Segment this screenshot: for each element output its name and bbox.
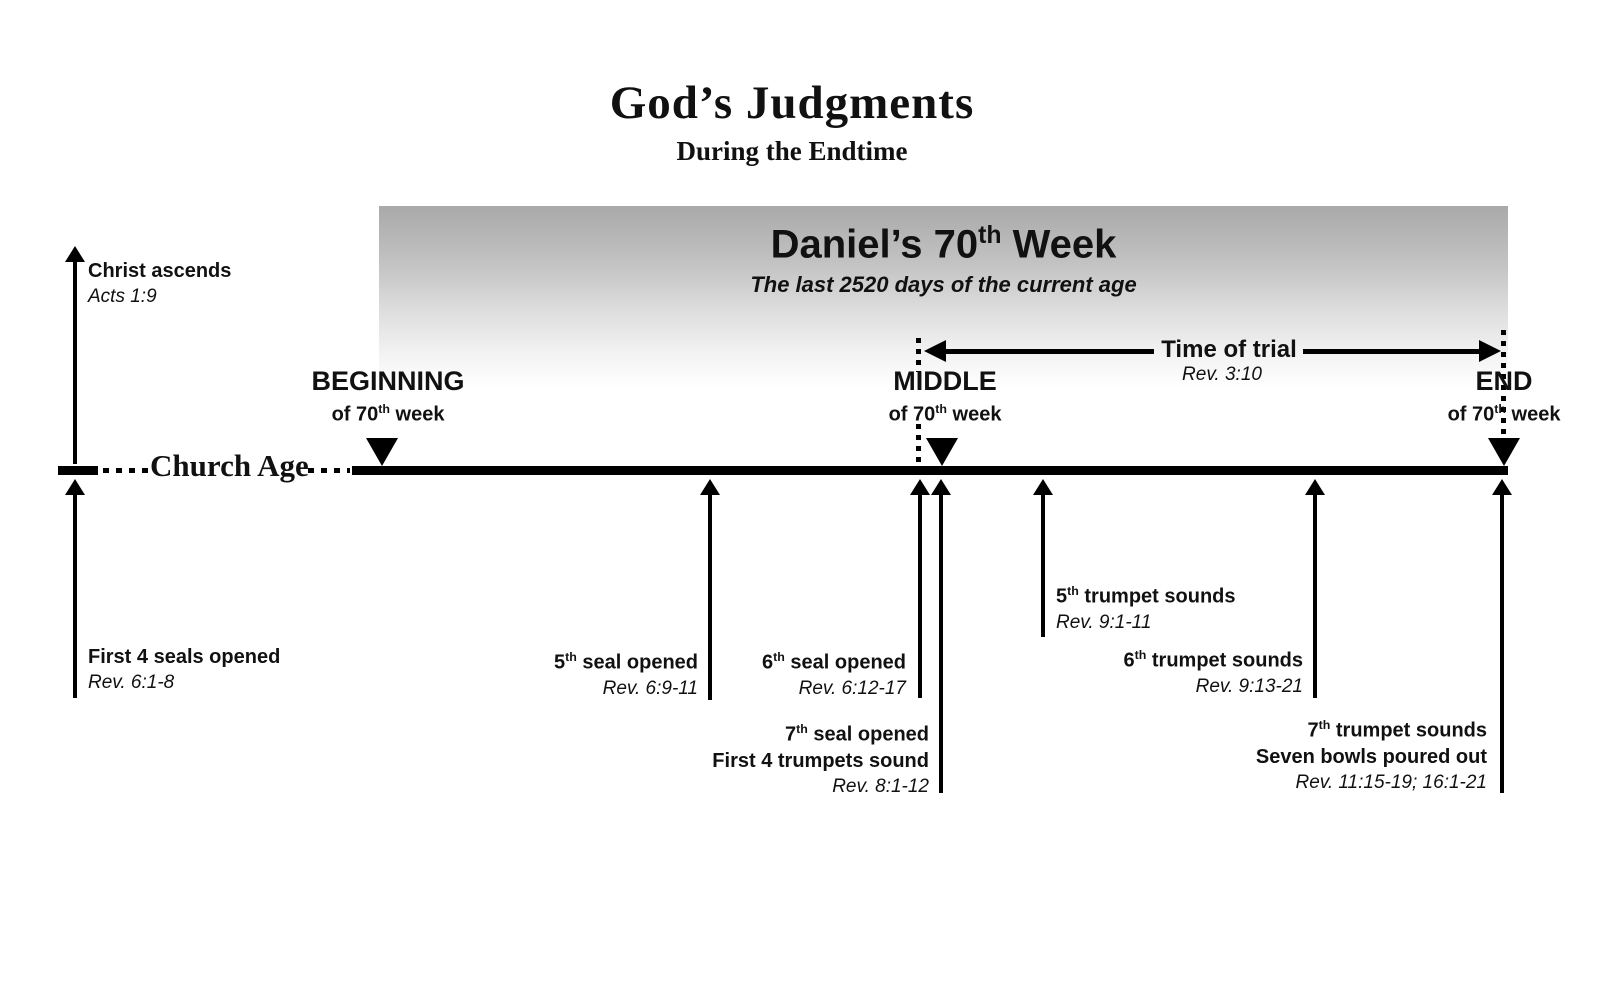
christ-ascends-arrow-icon <box>65 246 85 464</box>
middle-marker-icon <box>926 438 958 466</box>
end-label: END of 70th week <box>1447 366 1561 426</box>
beginning-label: BEGINNING of 70th week <box>311 366 465 426</box>
end-dotted-line <box>1501 330 1506 436</box>
middle-label: MIDDLE of 70th week <box>888 366 1002 426</box>
trumpet5-annotation: 5th trumpet sounds Rev. 9:1-11 <box>1056 584 1236 633</box>
middle-dotted-line-bottom <box>916 424 921 464</box>
seal6-arrow-icon <box>910 479 930 698</box>
trumpet7-annotation: 7th trumpet sounds Seven bowls poured ou… <box>1255 718 1487 793</box>
christ-ascends-annotation: Christ ascends Acts 1:9 <box>88 260 232 307</box>
trial-label: Time of trial <box>1161 336 1297 363</box>
trumpet6-arrow-icon <box>1305 479 1325 698</box>
timeline-bar <box>352 466 1508 475</box>
page-title: God’s Judgments <box>609 77 975 129</box>
seal5-arrow-icon <box>700 479 720 700</box>
seal7-arrow-icon <box>931 479 951 793</box>
church-age-label: Church Age <box>150 448 309 483</box>
trumpet6-annotation: 6th trumpet sounds Rev. 9:13-21 <box>1123 648 1304 697</box>
church-age-dotted-left <box>103 468 148 473</box>
first-seals-annotation: First 4 seals opened Rev. 6:1-8 <box>88 646 281 693</box>
church-age-dotted-right <box>308 468 350 473</box>
timeline-left-stub <box>58 466 98 475</box>
trial-arrow-shaft-left <box>942 349 1154 354</box>
trumpet7-arrow-icon <box>1492 479 1512 793</box>
seal7-annotation: 7th seal opened First 4 trumpets sound R… <box>712 722 929 797</box>
trial-arrowhead-right-icon <box>1479 340 1501 362</box>
first-seals-arrow-icon <box>65 479 85 698</box>
trumpet5-arrow-icon <box>1033 479 1053 637</box>
trial-ref: Rev. 3:10 <box>1182 364 1262 385</box>
banner-subtitle: The last 2520 days of the current age <box>750 272 1137 298</box>
trial-arrowhead-left-icon <box>924 340 946 362</box>
seal6-annotation: 6th seal opened Rev. 6:12-17 <box>762 650 906 699</box>
beginning-marker-icon <box>366 438 398 466</box>
trial-arrow-shaft-right <box>1303 349 1481 354</box>
middle-dotted-line-top <box>916 338 921 372</box>
banner-heading: Daniel’s 70th Week <box>770 222 1117 267</box>
seal5-annotation: 5th seal opened Rev. 6:9-11 <box>554 650 698 699</box>
page-subtitle: During the Endtime <box>676 136 908 166</box>
end-marker-icon <box>1488 438 1520 466</box>
